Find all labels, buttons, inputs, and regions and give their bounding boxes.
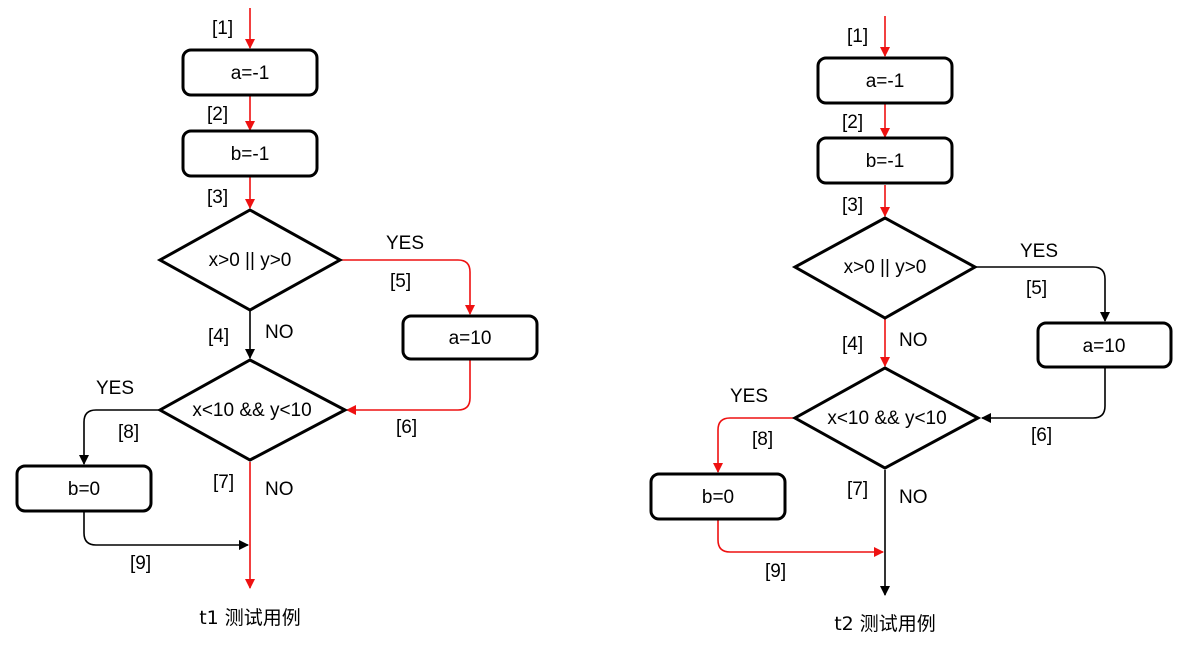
diagram-caption: t2 测试用例 — [834, 613, 936, 635]
edge-5 — [340, 259, 475, 315]
edge-label: [2] — [207, 104, 228, 125]
edge-label: [9] — [130, 553, 151, 574]
diagram-caption: t1 测试用例 — [199, 607, 301, 629]
process-node-b-init: b=-1 — [181, 129, 319, 178]
node-label: x<10 && y<10 — [827, 408, 946, 429]
edge-label: [4] — [208, 326, 229, 347]
edge-label: [1] — [212, 18, 233, 39]
edge-label: [7] — [213, 472, 234, 493]
process-node-b-init: b=-1 — [816, 136, 954, 185]
node-label: a=-1 — [231, 63, 270, 84]
process-node-b-set: b=0 — [15, 464, 153, 513]
decision-node-1: x>0 || y>0 — [156, 208, 344, 312]
node-label: b=0 — [68, 479, 100, 500]
edge-6 — [981, 368, 1106, 423]
process-node-a-init: a=-1 — [181, 48, 319, 97]
branch-label-no: NO — [265, 479, 294, 500]
node-label: x>0 || y>0 — [844, 257, 927, 278]
edge-label: [3] — [207, 187, 228, 208]
node-label: b=-1 — [231, 144, 270, 165]
edge-6 — [346, 360, 471, 415]
branch-label-yes: YES — [730, 386, 768, 407]
decision-node-2: x<10 && y<10 — [156, 358, 349, 462]
process-node-b-set: b=0 — [649, 472, 787, 521]
flowchart-t2: a=-1 b=-1 x>0 || y>0 a=10 x<10 && y<10 b… — [649, 16, 1173, 635]
branch-label-no: NO — [265, 322, 294, 343]
node-label: b=0 — [702, 487, 734, 508]
process-node-a-set: a=10 — [401, 314, 539, 361]
branch-label-yes: YES — [1020, 241, 1058, 262]
edge-9 — [717, 520, 884, 557]
edge-label: [2] — [842, 112, 863, 133]
edge-label: [9] — [765, 561, 786, 582]
edge-5 — [975, 266, 1110, 322]
edge-label: [4] — [842, 334, 863, 355]
node-label: x<10 && y<10 — [192, 400, 311, 421]
decision-node-1: x>0 || y>0 — [791, 216, 979, 320]
node-label: x>0 || y>0 — [209, 250, 292, 271]
edge-label: [3] — [842, 195, 863, 216]
decision-node-2: x<10 && y<10 — [791, 366, 982, 470]
edge-label: [7] — [847, 479, 868, 500]
edge-label: [5] — [390, 271, 411, 292]
flowchart-t1: a=-1 b=-1 x>0 || y>0 a=10 x<10 && y<10 b… — [15, 8, 539, 629]
branch-label-no: NO — [899, 330, 928, 351]
edge-label: [8] — [752, 429, 773, 450]
node-label: a=10 — [1083, 336, 1126, 357]
edge-9 — [83, 512, 249, 550]
process-node-a-set: a=10 — [1036, 321, 1173, 369]
process-node-a-init: a=-1 — [816, 56, 954, 105]
node-label: a=10 — [449, 328, 492, 349]
branch-label-yes: YES — [386, 233, 424, 254]
edge-8 — [79, 409, 160, 465]
branch-label-yes: YES — [96, 378, 134, 399]
branch-label-no: NO — [899, 487, 928, 508]
edge-label: [5] — [1026, 278, 1047, 299]
node-label: b=-1 — [866, 151, 905, 172]
edge-label: [6] — [1031, 425, 1052, 446]
edge-label: [6] — [396, 417, 417, 438]
edge-label: [1] — [847, 26, 868, 47]
node-label: a=-1 — [866, 71, 905, 92]
edge-8 — [713, 417, 795, 473]
edge-label: [8] — [118, 422, 139, 443]
